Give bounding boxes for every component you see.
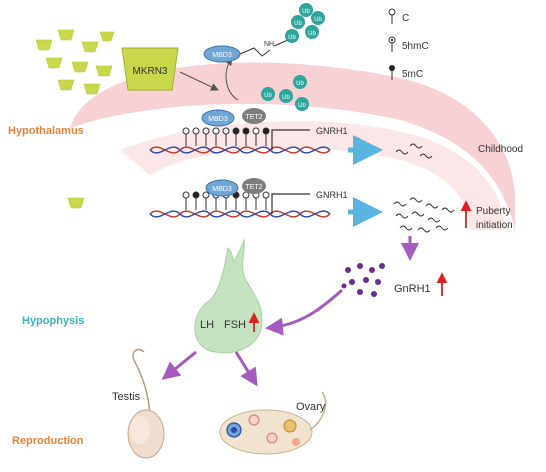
- svg-text:Ub: Ub: [294, 21, 302, 27]
- stage-puberty-2: initiation: [476, 220, 513, 231]
- pituitary-to-ovary-arrow: [234, 351, 258, 387]
- dna-strand-puberty: [149, 210, 331, 218]
- svg-text:Ub: Ub: [288, 35, 296, 41]
- methylation-marks-childhood: [182, 127, 270, 146]
- ovary-label: Ovary: [296, 401, 326, 413]
- ub-free-cluster: Ub Ub Ub Ub: [261, 75, 309, 111]
- ub-chain-top: Ub Ub Ub Ub Ub: [285, 3, 325, 43]
- svg-text:Ub: Ub: [314, 17, 322, 23]
- stage-puberty-1: Puberty: [476, 206, 510, 217]
- svg-text:Ub: Ub: [302, 9, 310, 15]
- region-hypophysis: Hypophysis: [22, 315, 84, 327]
- nh-label: NH: [264, 41, 274, 48]
- mbd3-tet2-complex-1: MBD3 TET2: [201, 108, 266, 127]
- mkrn3-label: MKRN3: [132, 66, 167, 77]
- svg-text:Ub: Ub: [282, 95, 290, 101]
- region-reproduction: Reproduction: [12, 435, 84, 447]
- stage-childhood: Childhood: [478, 144, 523, 155]
- svg-text:MBD3: MBD3: [212, 186, 232, 193]
- mbd3-tet2-complex-2: MBD3 TET2: [205, 178, 266, 197]
- mrna-high: [393, 197, 455, 233]
- hypothalamus-band: [70, 62, 515, 232]
- mkrn3-arrow: [179, 71, 219, 91]
- hypothalamus-band-lower: [120, 121, 505, 230]
- testis: [127, 348, 165, 459]
- lh-label: LH: [200, 319, 214, 331]
- dna-strand-childhood: [149, 146, 331, 154]
- region-hypothalamus: Hypothalamus: [8, 125, 84, 137]
- svg-text:TET2: TET2: [245, 184, 262, 191]
- svg-text:TET2: TET2: [245, 114, 262, 121]
- svg-text:Ub: Ub: [298, 103, 306, 109]
- svg-text:Ub: Ub: [296, 81, 304, 87]
- mbd3-ubiquitinated: MBD3 NH: [203, 39, 289, 63]
- svg-text:Ub: Ub: [308, 31, 316, 37]
- svg-text:Ub: Ub: [264, 93, 272, 99]
- gnrh1-label: GnRH1: [394, 283, 431, 295]
- gene-label-1: GNRH1: [316, 126, 348, 136]
- gene-label-2: GNRH1: [316, 190, 348, 200]
- legend-5hmc: 5hmC: [402, 41, 429, 52]
- mkrn3-protein: MKRN3: [121, 47, 179, 91]
- mbd3-top-label: MBD3: [212, 52, 232, 59]
- svg-text:MBD3: MBD3: [208, 116, 228, 123]
- legend-5mc: 5mC: [402, 69, 423, 80]
- gnrh1-promoter-1: [271, 129, 310, 150]
- methylation-legend: C 5hmC 5mC: [388, 8, 429, 80]
- pituitary-to-testis-arrow: [161, 350, 197, 380]
- mkrn3-cups: [35, 29, 115, 209]
- gnrh1-to-pituitary-arrow: [265, 288, 344, 336]
- mrna-low: [395, 143, 433, 159]
- testis-label: Testis: [112, 391, 141, 403]
- fsh-label: FSH: [224, 319, 246, 331]
- gnrh1-peptides: [341, 263, 385, 297]
- pituitary-gland: [194, 238, 263, 354]
- ovary: [219, 391, 327, 455]
- legend-c: C: [402, 13, 409, 24]
- gnrh1-promoter-2: [271, 193, 310, 214]
